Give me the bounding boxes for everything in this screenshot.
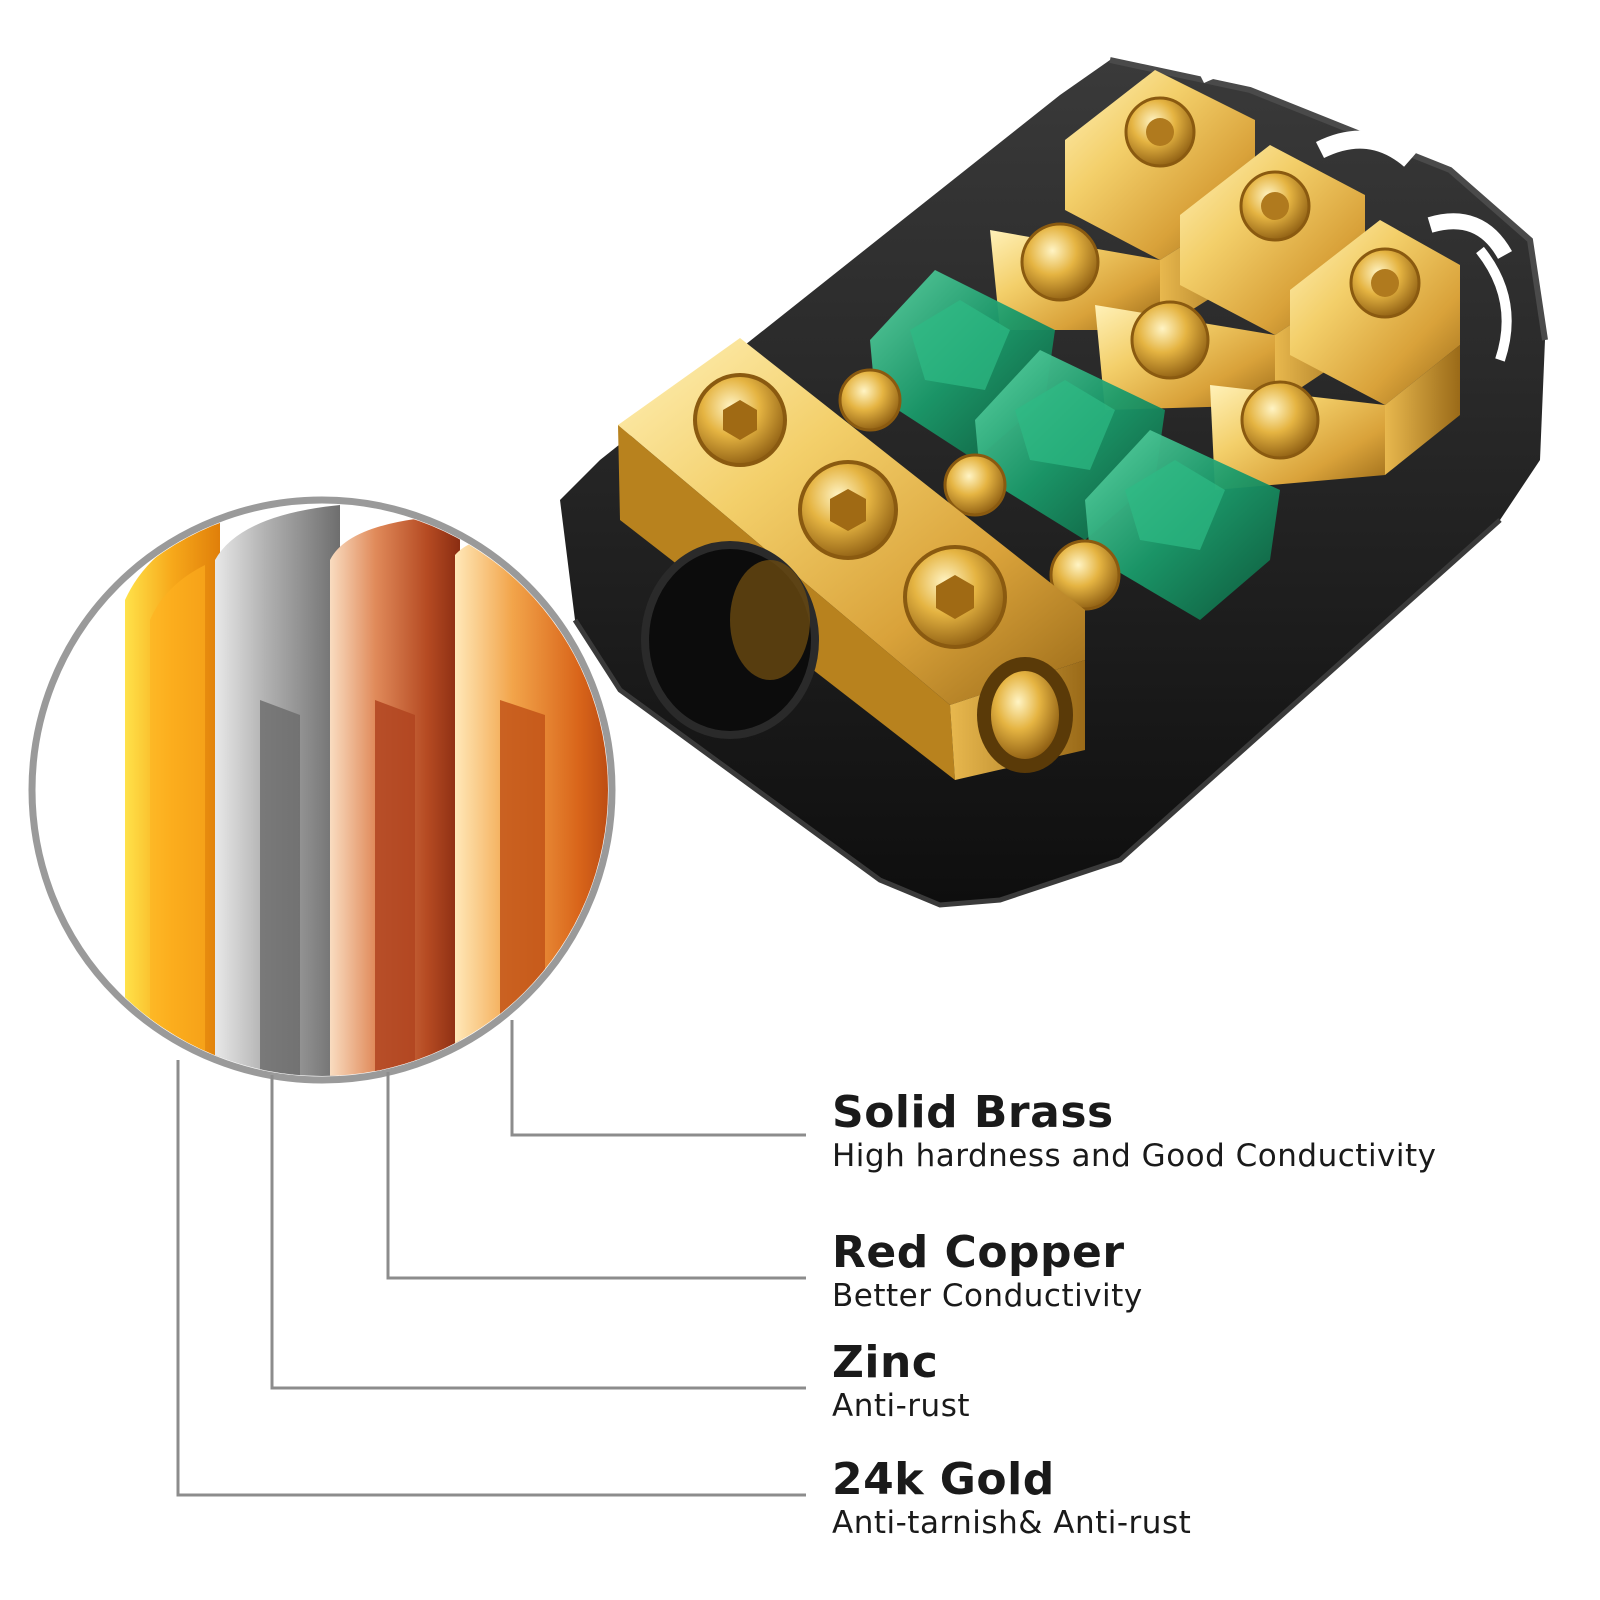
magnifier-ring [28,496,616,1084]
housing-loop-side [1476,246,1512,362]
fuse-screw-rear-3 [1240,380,1320,460]
fuse-screw-front-3 [1049,539,1121,611]
leader-lines [176,1020,806,1497]
label-24k-gold: 24k Gold Anti-tarnish& Anti-rust [832,1454,1192,1542]
layer-description: Better Conductivity [832,1278,1143,1314]
fuse-block [560,55,1548,908]
layer-description: High hardness and Good Conductivity [832,1138,1437,1174]
layer-description: Anti-rust [832,1388,971,1424]
leader-line-24k-gold [176,1060,806,1497]
housing-loop-2 [1315,130,1416,167]
fuse-3 [1085,430,1280,620]
housing-loop-3 [1427,213,1512,260]
layer-cross-section [28,496,616,1084]
fuse-screw-front-1 [838,368,902,432]
fuse-screw-front-2 [943,453,1007,517]
housing-front-edge [572,518,1502,908]
leader-line-solid-brass [510,1020,806,1137]
fuse-screw-rear-2 [1130,300,1210,380]
leader-line-zinc [270,1075,806,1390]
label-solid-brass: Solid Brass High hardness and Good Condu… [832,1087,1437,1175]
layer-title: Solid Brass [832,1087,1114,1138]
leader-line-red-copper [386,1072,806,1280]
layer-title: 24k Gold [832,1454,1055,1505]
layer-title: Red Copper [832,1227,1125,1278]
label-red-copper: Red Copper Better Conductivity [832,1227,1143,1315]
housing-loop-1 [1195,55,1296,92]
layer-title: Zinc [832,1337,939,1388]
fuse-screw-rear-1 [1020,222,1100,302]
label-zinc: Zinc Anti-rust [832,1337,971,1425]
output-terminal-3 [1290,220,1460,475]
layer-description: Anti-tarnish& Anti-rust [832,1505,1192,1541]
